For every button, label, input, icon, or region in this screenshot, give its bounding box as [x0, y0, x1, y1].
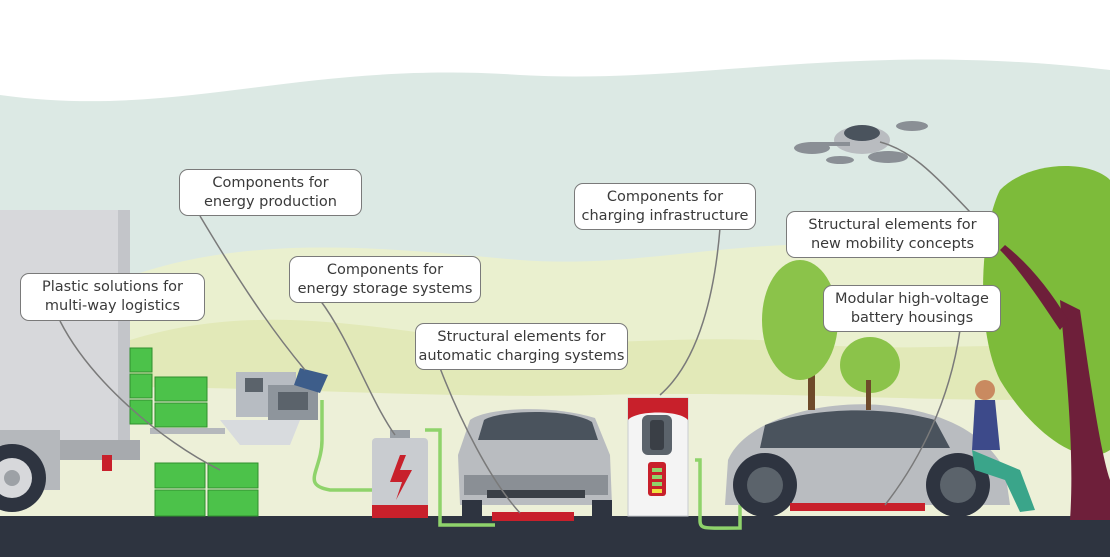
- callout-line: battery housings: [850, 309, 974, 326]
- drone-taxi-icon: [794, 121, 928, 164]
- callout-line: Components for: [212, 174, 329, 191]
- tree-icon: [762, 166, 1110, 520]
- callout-line: Modular high-voltage: [835, 290, 989, 307]
- crate-stack-icon: [129, 347, 259, 517]
- callout-line: multi-way logistics: [44, 298, 181, 314]
- callout-line: Plastic solutions for: [41, 279, 184, 295]
- callout-line: energy production: [204, 193, 337, 210]
- callout-automatic-charging: Structural elements for automatic chargi…: [415, 323, 628, 370]
- battery-icon: [372, 430, 428, 518]
- callout-new-mobility: Structural elements for new mobility con…: [786, 211, 999, 258]
- callout-line: new mobility concepts: [810, 235, 975, 252]
- house-with-solar-panel-icon: [220, 368, 328, 445]
- callout-line: Components for: [606, 188, 724, 205]
- power-cables: [312, 400, 742, 530]
- concept-car-icon: [725, 404, 1010, 517]
- charging-station-icon: [627, 397, 689, 517]
- callout-line: Components for: [326, 261, 444, 278]
- callout-energy-production: Components for energy production: [179, 169, 362, 216]
- sedan-car-icon: [458, 409, 612, 521]
- callout-line: Structural elements for: [437, 328, 606, 345]
- callout-energy-storage: Components for energy storage systems: [289, 256, 481, 303]
- person-icon: [972, 380, 1035, 512]
- callout-pointers: [59, 141, 971, 514]
- callout-charging-infrastructure: Components for charging infrastructure: [574, 183, 756, 230]
- callout-line: automatic charging systems: [418, 347, 625, 364]
- callout-line: energy storage systems: [297, 280, 473, 297]
- callout-multi-way-logistics: Plastic solutions for multi-way logistic…: [20, 273, 205, 321]
- callout-battery-housings: Modular high-voltage battery housings: [823, 285, 1001, 332]
- truck-icon: [0, 210, 140, 512]
- callout-line: charging infrastructure: [581, 207, 749, 224]
- callout-line: Structural elements for: [808, 216, 977, 233]
- ground: [0, 516, 1110, 557]
